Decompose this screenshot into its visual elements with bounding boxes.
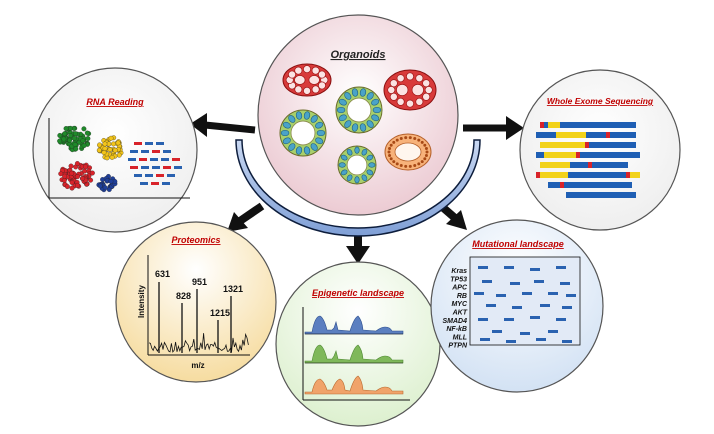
epigenetic-track-green <box>304 344 404 364</box>
peak-label-631: 631 <box>155 269 170 279</box>
mutation-bar <box>478 266 488 269</box>
organoid-green-ring-1 <box>335 86 383 134</box>
mutation-bar <box>548 330 558 333</box>
organoids-title: Organoids <box>330 49 385 61</box>
proteomics-circle <box>115 221 277 383</box>
mutation-bar <box>562 340 572 343</box>
mutation-bar <box>496 294 506 297</box>
wes-read-8 <box>566 192 636 198</box>
rna-clusters <box>57 125 182 193</box>
mutation-bar <box>506 340 516 343</box>
rna-reading-panel: RNA Reading <box>32 67 198 233</box>
proteomics-spectrum <box>148 332 249 353</box>
organoid-orange-ring <box>384 133 432 171</box>
mutation-bar <box>534 280 544 283</box>
epigenetic-panel: Epigenetic landscape <box>275 261 441 427</box>
mutation-bar <box>522 292 532 295</box>
proteomics-panel: Proteomics Intensity m/z 631 828 951 121… <box>115 221 277 383</box>
arrow-to-proteomics <box>227 202 265 232</box>
mutation-bar <box>482 280 492 283</box>
mutation-bar <box>504 318 514 321</box>
mutation-bar <box>512 306 522 309</box>
organoids-panel: Organoids <box>257 14 459 216</box>
rna-cluster-yellow <box>96 135 124 161</box>
wes-reads <box>536 122 640 198</box>
rna-cluster-dashes <box>128 142 182 185</box>
wes-read-7 <box>548 182 632 188</box>
epigenetic-track-orange <box>304 375 404 395</box>
rna-title: RNA Reading <box>86 97 144 107</box>
gene-label-apc: APC <box>451 285 468 292</box>
wes-title: Whole Exome Sequencing <box>547 96 654 106</box>
proteomics-xlabel: m/z <box>191 361 204 370</box>
mutational-title: Mutational landscape <box>472 239 564 249</box>
mutation-bar <box>504 266 514 269</box>
gene-label-smad4: SMAD4 <box>442 318 467 325</box>
organoid-green-ring-2 <box>279 109 327 157</box>
proteomics-ylabel: Intensity <box>137 285 146 318</box>
gene-label-ptpn: PTPN <box>448 343 468 350</box>
mutation-bars <box>474 266 576 343</box>
mutation-bar <box>478 318 488 321</box>
mutation-bar <box>536 338 546 341</box>
organoid-green-ring-3 <box>337 145 377 185</box>
organoid-red-cluster-2 <box>383 69 437 111</box>
mutation-bar <box>492 330 502 333</box>
wes-circle <box>519 69 681 231</box>
proteomics-title: Proteomics <box>171 235 220 245</box>
peak-label-1215: 1215 <box>210 308 230 318</box>
mutation-bar <box>530 316 540 319</box>
crescent-band <box>235 139 481 237</box>
mutation-bar <box>480 338 490 341</box>
mutation-bar <box>474 292 484 295</box>
wes-panel: Whole Exome Sequencing <box>519 69 681 231</box>
wes-read-6 <box>536 172 640 178</box>
peak-label-828: 828 <box>176 291 191 301</box>
gene-label-akt: AKT <box>452 310 468 317</box>
wes-read-4 <box>536 152 640 158</box>
gene-label-kras: Kras <box>451 268 467 275</box>
rna-cluster-green <box>57 125 92 153</box>
gene-label-nfkb: NF-kB <box>446 326 467 333</box>
gene-label-myc: MYC <box>451 301 468 308</box>
wes-read-1 <box>540 122 636 128</box>
arrow-to-wes <box>463 116 524 140</box>
organoid-red-cluster-1 <box>282 63 332 97</box>
arrow-to-rna <box>190 113 256 137</box>
rna-cluster-red <box>58 161 95 191</box>
mutation-bar <box>548 292 558 295</box>
gene-label-mll: MLL <box>453 334 467 341</box>
mutation-bar <box>510 282 520 285</box>
mutational-grid <box>469 256 581 346</box>
peak-label-951: 951 <box>192 277 207 287</box>
mutation-bar <box>486 304 496 307</box>
wes-read-2 <box>536 132 636 138</box>
mutation-bar <box>556 318 566 321</box>
wes-read-3 <box>540 142 636 148</box>
epigenetic-circle <box>275 261 441 427</box>
gene-label-tp53: TP53 <box>450 276 467 283</box>
proteomics-peaks <box>158 282 232 353</box>
mutation-bar <box>520 332 530 335</box>
organoid-cells <box>279 63 437 185</box>
rna-cluster-blue <box>96 174 118 193</box>
mutation-bar <box>566 294 576 297</box>
mutation-bar <box>556 266 566 269</box>
mutation-bar <box>530 268 540 271</box>
mutation-bar <box>562 306 572 309</box>
mutation-bar <box>560 282 570 285</box>
mutation-bar <box>540 304 550 307</box>
gene-label-rb: RB <box>457 293 467 300</box>
peak-label-1321: 1321 <box>223 284 243 294</box>
wes-read-5 <box>540 162 628 168</box>
epigenetic-title: Epigenetic landscape <box>312 288 404 298</box>
epigenetic-track-blue <box>304 315 404 335</box>
